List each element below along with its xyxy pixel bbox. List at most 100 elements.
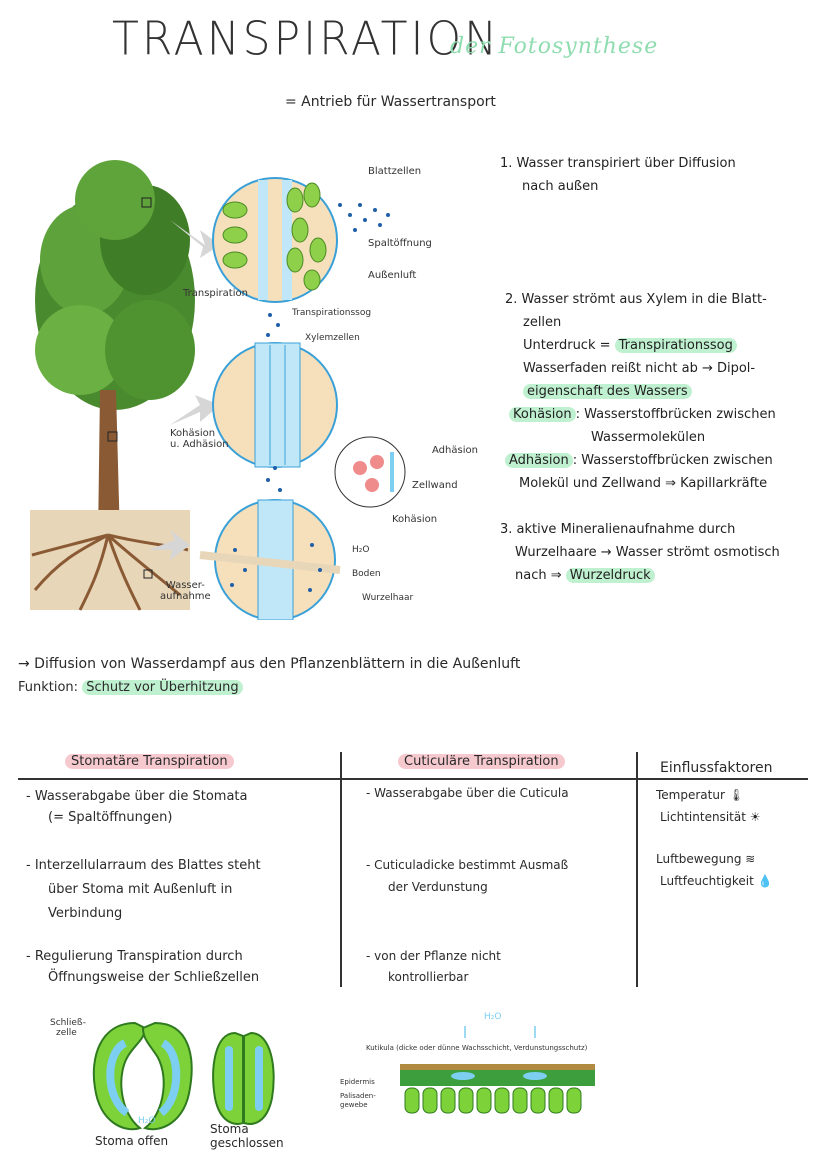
funktion-label: Funktion: — [18, 680, 79, 695]
table-header-divider — [18, 778, 808, 780]
definition-text: = Antrieb für Wassertransport — [285, 94, 496, 110]
step-3-line1: 3. aktive Mineralienaufnahme durch — [500, 522, 736, 537]
label-xylemzellen: Xylemzellen — [305, 333, 360, 343]
step-3-druck-highlight: Wurzeldruck — [565, 568, 655, 583]
leaf-marker — [141, 197, 152, 208]
col1-item-1-line2: (= Spaltöffnungen) — [48, 810, 173, 825]
funktion-highlight: Schutz vor Überhitzung — [82, 680, 243, 695]
label-epidermis: Epidermis — [340, 1078, 375, 1086]
tree-crown — [35, 160, 195, 410]
step-2-line2: zellen — [523, 315, 562, 330]
tree-trunk — [98, 390, 120, 540]
label-kohaesion: Kohäsion — [392, 514, 438, 525]
label-schliesszelle-line1: Schließ- — [50, 1018, 86, 1028]
transpiration-diagram — [30, 160, 406, 620]
label-stoma-geschlossen-line1: Stoma — [210, 1122, 249, 1136]
arrow-root — [148, 530, 190, 560]
arrow-leaf — [170, 220, 220, 258]
label-schliesszelle-line2: zelle — [56, 1028, 77, 1038]
col1-item-1: - Wasserabgabe über die Stomata (= Spalt… — [26, 786, 247, 828]
step-2: 2. Wasser strömt aus Xylem in die Blatt-… — [505, 288, 820, 495]
col1-item-1-line1: - Wasserabgabe über die Stomata — [26, 789, 248, 804]
page-subtitle: der Fotosynthese — [450, 34, 659, 59]
col1-item-3-line2: Öffnungsweise der Schließzellen — [48, 970, 260, 985]
col1-header-text: Stomatäre Transpiration — [65, 754, 234, 769]
stoma-drawings — [92, 1021, 275, 1131]
label-stoma-geschlossen: Stoma geschlossen — [210, 1122, 284, 1150]
step-2-kohaesion-text: : Wasserstoffbrücken zwischen — [575, 407, 776, 422]
step-3-nach: nach ⇒ — [515, 568, 562, 583]
label-wasseraufnahme: Wasser- aufnahme — [160, 580, 211, 602]
arrow-trunk — [170, 395, 220, 425]
label-kohaesion-line1: Kohäsion — [170, 428, 216, 439]
water-dots — [230, 203, 390, 592]
col2-item-2: - Cuticuladicke bestimmt Ausmaß der Verd… — [366, 854, 568, 898]
xylem-magnification — [212, 342, 338, 468]
label-zellwand: Zellwand — [412, 480, 458, 491]
col1-item-3: - Regulierung Transpiration durch Öffnun… — [26, 946, 259, 988]
step-1: 1. Wasser transpiriert über Diffusion na… — [500, 152, 810, 198]
col3-items: Temperatur 🌡 Lichtintensität ☀ Luftbeweg… — [656, 784, 773, 892]
label-h2o-top: H₂O — [484, 1012, 502, 1022]
tree-roots — [31, 533, 189, 611]
label-transpirationssog: Transpirationssog — [292, 308, 372, 318]
root-magnification — [199, 499, 341, 620]
col2-item-3: - von der Pflanze nicht kontrollierbar — [366, 946, 501, 988]
factor-luftbewegung-label: Luftbewegung — [656, 852, 742, 866]
step-2-adhaesion-text2: Molekül und Zellwand ⇒ Kapillarkräfte — [519, 476, 768, 491]
step-2-adhaesion-line: Adhäsion: Wasserstoffbrücken zwischen — [505, 449, 820, 472]
factor-temperatur-label: Temperatur — [656, 788, 725, 802]
col2-header-text: Cuticuläre Transpiration — [398, 754, 565, 769]
factor-licht-label: Lichtintensität — [660, 810, 746, 824]
soil — [30, 510, 190, 610]
col1-item-2-line1: - Interzellularraum des Blattes steht — [26, 858, 261, 873]
trunk-marker — [107, 431, 118, 442]
droplet-icon: 💧 — [757, 874, 773, 888]
col1-item-2: - Interzellularraum des Blattes steht üb… — [26, 854, 261, 926]
thermometer-icon: 🌡 — [728, 788, 744, 802]
label-palisaden-line1: Palisaden- — [340, 1092, 376, 1100]
page-title: TRANSPIRATION — [112, 12, 500, 67]
col2-item-2-line2: der Verdunstung — [388, 880, 488, 894]
summary-line: → Diffusion von Wasserdampf aus den Pfla… — [18, 656, 521, 672]
col2-item-1: - Wasserabgabe über die Cuticula — [366, 786, 569, 800]
summary-funktion: Funktion: Schutz vor Überhitzung — [18, 680, 243, 695]
label-h2o-stoma: H₂O — [138, 1116, 156, 1126]
step-2-dipol-highlight: eigenschaft des Wassers — [523, 384, 692, 399]
label-stoma-offen: Stoma offen — [95, 1134, 169, 1148]
label-blattzellen: Blattzellen — [368, 166, 422, 177]
step-2-line1: 2. Wasser strömt aus Xylem in die Blatt- — [505, 292, 767, 307]
step-3-line2: Wurzelhaare → Wasser strömt osmotisch — [515, 545, 780, 560]
leaf-cross-section — [400, 1026, 595, 1114]
label-schliesszelle: Schließ- zelle — [50, 1018, 86, 1038]
label-kutikula: Kutikula (dicke oder dünne Wachsschicht,… — [366, 1044, 588, 1052]
step-2-adhaesion-text: : Wasserstoffbrücken zwischen — [572, 453, 773, 468]
wind-icon: ≋ — [745, 852, 756, 866]
factor-luftfeuchtigkeit: Luftfeuchtigkeit 💧 — [656, 870, 773, 892]
root-marker — [143, 569, 153, 579]
step-1-line1: 1. Wasser transpiriert über Diffusion — [500, 156, 736, 171]
label-kohaesion-line2: u. Adhäsion — [170, 439, 229, 450]
factor-temperatur: Temperatur 🌡 — [656, 784, 773, 806]
label-palisaden: Palisaden- gewebe — [340, 1092, 376, 1110]
step-2-adhaesion-highlight: Adhäsion — [505, 453, 573, 468]
step-1-line2: nach außen — [522, 179, 599, 194]
label-stoma-geschlossen-line2: geschlossen — [210, 1136, 284, 1150]
col1-item-3-line1: - Regulierung Transpiration durch — [26, 949, 243, 964]
step-2-kohaesion-line: Kohäsion: Wasserstoffbrücken zwischen — [505, 403, 820, 426]
stoma-closed — [212, 1031, 275, 1125]
col3-header: Einflussfaktoren — [660, 760, 773, 776]
label-aussenluft: Außenluft — [368, 270, 417, 281]
step-3-line3: nach ⇒ Wurzeldruck — [500, 564, 815, 587]
label-boden: Boden — [352, 569, 381, 579]
stoma-open — [92, 1021, 193, 1131]
col2-header: Cuticuläre Transpiration — [398, 754, 565, 769]
col1-item-2-line3: Verbindung — [48, 906, 123, 921]
col2-item-3-line1: - von der Pflanze nicht — [366, 949, 501, 963]
step-2-kohaesion-text2: Wassermolekülen — [591, 430, 706, 445]
factor-licht: Lichtintensität ☀ — [656, 806, 773, 828]
step-3: 3. aktive Mineralienaufnahme durch Wurze… — [500, 518, 815, 587]
label-spaltoeffnung: Spaltöffnung — [368, 238, 432, 249]
label-wurzelhaar: Wurzelhaar — [362, 593, 414, 603]
step-2-unterdruck: Unterdruck = — [523, 338, 611, 353]
